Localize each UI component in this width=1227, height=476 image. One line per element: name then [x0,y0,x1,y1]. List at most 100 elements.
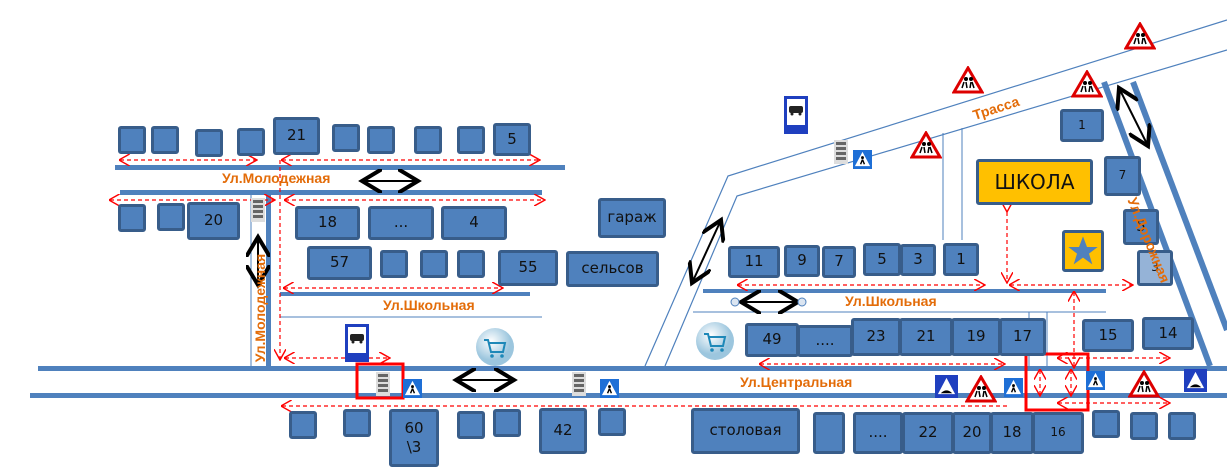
house-5b: 5 [863,243,901,276]
road-shkolnaya-right [703,289,1106,293]
star-icon [1068,236,1098,265]
house-14: 14 [1142,317,1194,350]
house [414,126,442,154]
speed-bump-sign-icon [935,375,958,398]
house [598,408,626,436]
house [195,129,223,157]
house-57: 57 [307,246,372,280]
children-warning-sign-icon [1124,22,1156,50]
house-ellipsis: ... [368,206,434,240]
house [457,411,485,439]
street-label-centralnaya: Ул.Центральная [740,374,853,390]
garage: гараж [598,198,666,238]
house [237,128,265,156]
road-centralnaya-north [38,366,1227,371]
house-20: 20 [187,202,240,240]
house-1: 1 [943,243,979,276]
house [289,411,317,439]
road-molodezhnaya-north [115,165,565,170]
crosswalk-icon [251,198,265,222]
children-warning-sign-icon [965,375,997,403]
house [380,250,408,278]
house-3b: 3 [1137,250,1173,286]
house-18: 18 [295,206,360,240]
road-molodezhnaya-south [120,190,542,195]
danger-routes [110,160,1170,406]
house [157,203,185,231]
house-60-3: 60 \3 [389,409,439,467]
house [420,250,448,278]
house [1168,412,1196,440]
house-21: 21 [273,117,320,155]
house-21b: 21 [899,318,953,356]
house-22: 22 [902,412,954,454]
house-4: 4 [441,206,507,240]
street-label-shkolnaya-right: Ул.Школьная [845,293,937,309]
crosswalk-icon [572,372,586,396]
pedestrian-crossing-sign-icon [1086,371,1105,390]
house [118,204,146,232]
house [493,409,521,437]
house [1130,412,1158,440]
house-19: 19 [951,318,1001,356]
house [457,250,485,278]
street-label-shkolnaya-left: Ул.Школьная [383,297,475,313]
road-trassa-south [664,49,1227,367]
house-9: 9 [784,245,820,277]
house [151,126,179,154]
house-3: 3 [900,244,936,276]
house-49: 49 [745,323,799,357]
bus-stop-icon [784,96,808,134]
monument [1062,230,1104,272]
speed-bump-sign-icon [1184,369,1207,392]
house-18b: 18 [990,412,1034,454]
house-15: 15 [1082,319,1134,352]
house-ellipsis-c: .... [853,412,903,454]
road-centralnaya-south [30,393,1227,398]
house-5: 5 [493,123,531,156]
house-55: 55 [498,250,558,286]
children-warning-sign-icon [1128,370,1160,398]
crosswalk-icon [834,140,848,164]
house-1b: 1 [1060,109,1104,142]
house-42: 42 [539,408,587,454]
village-council: сельсов [566,251,659,287]
pedestrian-crossing-sign-icon [600,379,619,398]
road-shkolnaya-left [280,292,530,296]
children-warning-sign-icon [952,66,984,94]
bus-stop-icon [345,324,369,362]
house-11: 11 [728,246,780,278]
house-17: 17 [999,318,1046,356]
crosswalk-icon [376,372,390,396]
pedestrian-crossing-sign-icon [1004,378,1023,397]
street-label-molodezhnaya-vertical: Ул.Молодежная [252,253,269,363]
canteen: столовая [691,408,800,454]
shop-cart-icon [696,322,734,360]
pedestrian-crossing-sign-icon [403,379,422,398]
house-7: 7 [822,246,856,278]
street-label-molodezhnaya: Ул.Молодежная [222,170,331,186]
safe-routes [258,88,1148,380]
pedestrian-crossing-sign-icon [853,150,872,169]
shop-cart-icon [476,328,514,366]
house-16: 16 [1032,412,1084,454]
school: ШКОЛА [976,159,1093,205]
road-trassa-north [644,19,1227,367]
house [457,126,485,154]
house-23: 23 [851,318,901,356]
house [343,409,371,437]
house [1092,410,1120,438]
house [332,124,360,152]
danger-zone-school-crossing [1024,352,1090,412]
house [118,126,146,154]
children-warning-sign-icon [1071,70,1103,98]
house-ellipsis-b: .... [797,325,853,357]
house-20b: 20 [952,412,992,454]
house [813,412,845,454]
house [367,126,395,154]
house-5c: 5 [1123,209,1159,245]
children-warning-sign-icon [910,131,942,159]
house-7b: 7 [1104,156,1141,196]
